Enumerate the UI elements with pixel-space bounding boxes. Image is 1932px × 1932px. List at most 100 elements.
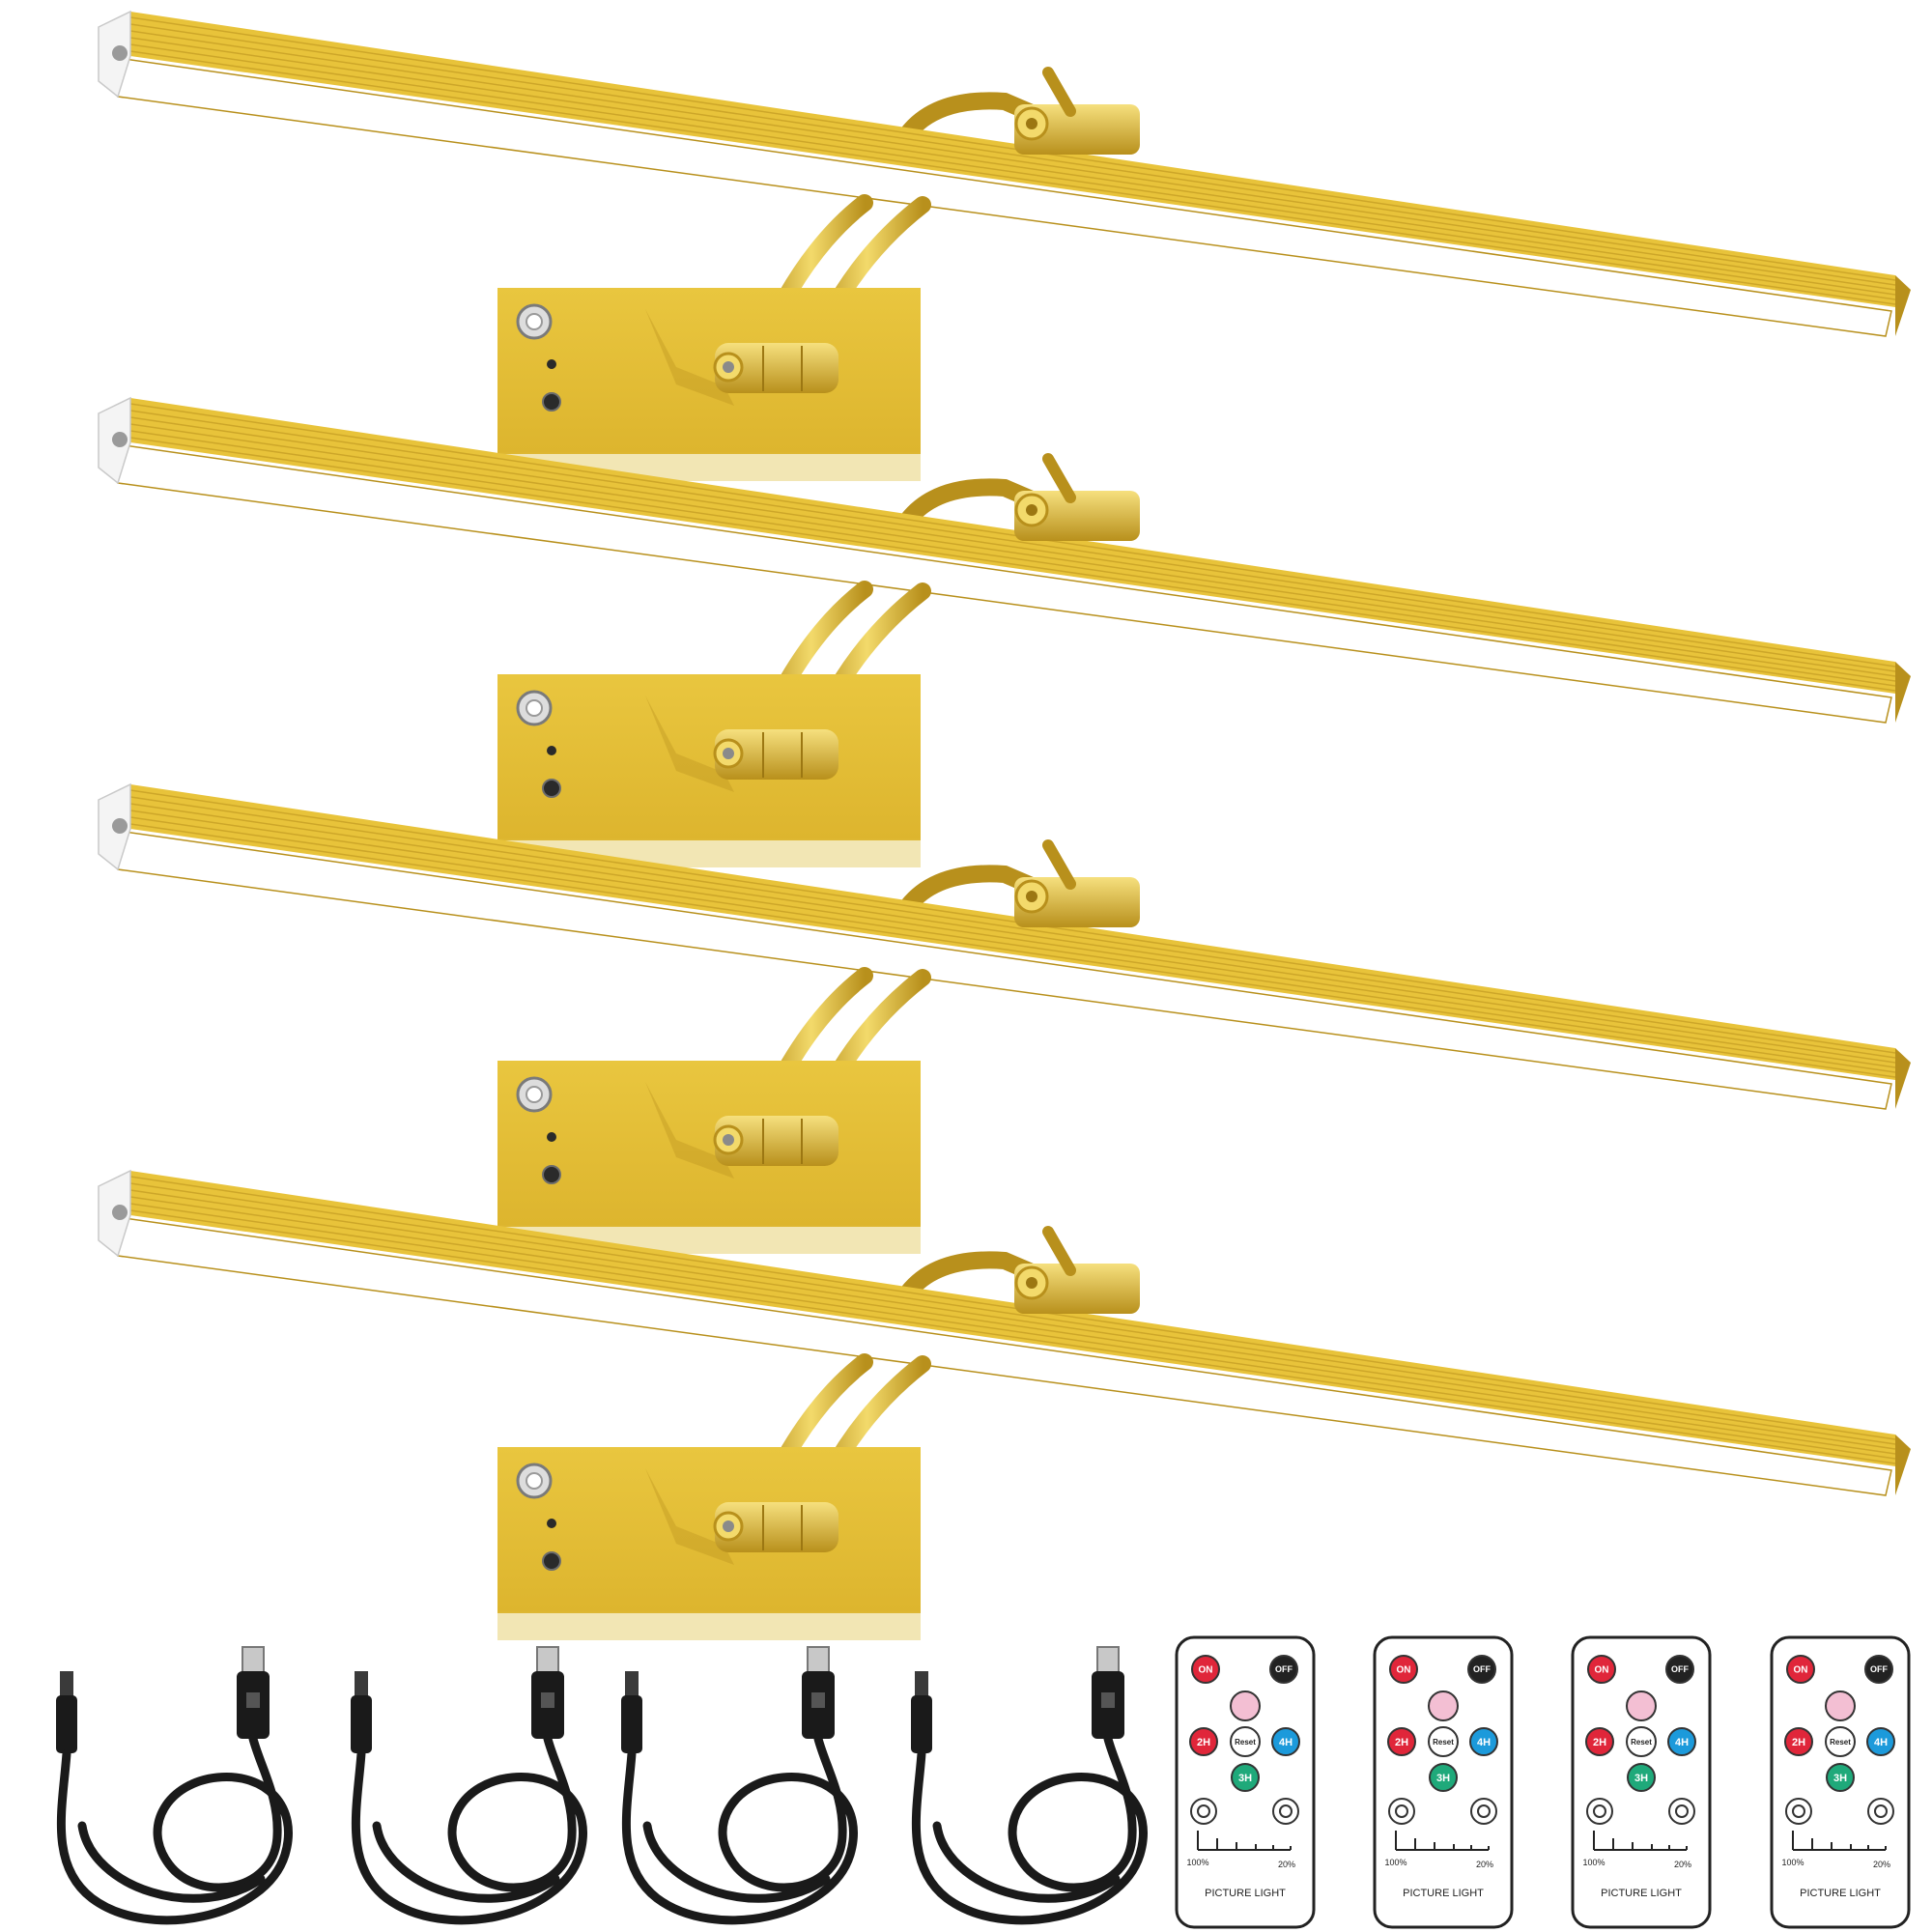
cable-dc-plug — [351, 1695, 372, 1753]
lamp-base-screw — [723, 361, 734, 373]
remote-on-button — [1389, 1655, 1418, 1684]
remote-product-label: PICTURE LIGHT — [1601, 1888, 1682, 1899]
lamp-bar-groove — [129, 23, 1896, 286]
lamp-hinge-knob-center — [1026, 504, 1037, 516]
remote-2h-button — [1585, 1727, 1614, 1756]
lamp-ir-sensor — [547, 359, 556, 369]
remote-dim-down-icon — [1279, 1804, 1293, 1818]
lamp-bar-end — [1895, 275, 1911, 336]
remote-brightness-button — [1230, 1690, 1261, 1721]
cable-usb-tip — [1096, 1646, 1120, 1673]
remote-reset-button — [1230, 1726, 1261, 1757]
remote-product-label: PICTURE LIGHT — [1403, 1888, 1484, 1899]
remote-reset-button-label: Reset — [1433, 1738, 1454, 1747]
cable-coil — [56, 1734, 293, 1925]
cable-dc-tip — [60, 1671, 73, 1696]
lamp-ir-sensor — [547, 1132, 556, 1142]
lamp-tilt-lever — [1042, 453, 1076, 503]
lamp-wall-box — [497, 674, 921, 867]
picture-light-icon — [98, 10, 1911, 481]
remote-reset-button-label: Reset — [1830, 1738, 1851, 1747]
remote-2h-button-label: 2H — [1792, 1737, 1805, 1748]
cable-dc-tip — [625, 1671, 639, 1696]
lamp-bar-groove — [129, 823, 1896, 1078]
remote-scale-min: 20% — [1476, 1860, 1493, 1869]
remote-2h-button — [1387, 1727, 1416, 1756]
remote-3h-button — [1826, 1763, 1855, 1792]
lamp-bar-groove — [129, 37, 1896, 296]
lamp-bar-groove — [129, 437, 1896, 692]
remote-reset-button — [1428, 1726, 1459, 1757]
cable-usb-tip — [807, 1646, 830, 1673]
remote-dim-down-icon — [1675, 1804, 1689, 1818]
cable-dc-plug — [911, 1695, 932, 1753]
remote-off-button-label: OFF — [1671, 1664, 1689, 1674]
remote-on-button — [1191, 1655, 1220, 1684]
remote-off-button — [1864, 1655, 1893, 1684]
lamp-bar-groove — [129, 30, 1896, 291]
lamp-end-cap-screw — [112, 432, 128, 447]
remote-reset-button-label: Reset — [1235, 1738, 1256, 1747]
cable-dc-tip — [355, 1671, 368, 1696]
usb-cable-icon — [351, 1646, 587, 1925]
lamp-bar-groove — [129, 50, 1896, 305]
usb-cable-icon — [56, 1646, 293, 1925]
lamp-bar-groove — [129, 803, 1896, 1064]
lamp-end-cap-screw — [112, 818, 128, 834]
cable-coil-outer — [77, 1821, 266, 1903]
remote-dim-down-icon — [1874, 1804, 1888, 1818]
lamp-wall-box — [497, 288, 921, 481]
lamp-bar-groove — [129, 796, 1896, 1059]
lamp-bar-groove — [129, 789, 1896, 1054]
lamp-end-cap-screw — [112, 1205, 128, 1220]
lamp-box-shadow — [645, 1082, 734, 1179]
remote-dim-up-icon — [1395, 1804, 1408, 1818]
lamp-base-joint — [715, 343, 838, 393]
lamp-bar-groove — [129, 810, 1896, 1068]
lamp-hinge-knob-center — [1026, 118, 1037, 129]
lamp-power-button-center — [526, 1472, 543, 1490]
lamp-tilt-lever — [1042, 67, 1076, 117]
remote-reset-button-label: Reset — [1631, 1738, 1652, 1747]
remote-2h-button-label: 2H — [1197, 1737, 1210, 1748]
lamp-end-cap-screw — [112, 45, 128, 61]
remote-2h-button — [1189, 1727, 1218, 1756]
remote-3h-button-label: 3H — [1634, 1773, 1648, 1784]
remote-on-button-label: ON — [1199, 1665, 1213, 1676]
remote-4h-button — [1667, 1727, 1696, 1756]
lamp-wall-box — [497, 1061, 921, 1254]
remote-2h-button — [1784, 1727, 1813, 1756]
cable-usb-tip — [536, 1646, 559, 1673]
cable-coil — [351, 1734, 587, 1925]
remote-on-button — [1786, 1655, 1815, 1684]
remote-4h-button — [1271, 1727, 1300, 1756]
lamp-ir-sensor — [547, 746, 556, 755]
remote-4h-button — [1866, 1727, 1895, 1756]
lamp-ir-sensor — [547, 1519, 556, 1528]
remote-reset-button — [1626, 1726, 1657, 1757]
cable-dc-plug — [56, 1695, 77, 1753]
lamp-upper-arm — [899, 478, 1047, 528]
remote-3h-button-label: 3H — [1833, 1773, 1847, 1784]
lamp-box-shadow — [645, 1468, 734, 1565]
lamp-bar-groove — [129, 43, 1896, 300]
lamp-bar-groove — [129, 410, 1896, 672]
lamp-bar-groove — [129, 403, 1896, 668]
lamp-bar-end — [1895, 1435, 1911, 1495]
remote-3h-button — [1429, 1763, 1458, 1792]
lamp-bar-end — [1895, 662, 1911, 723]
remote-brightness-button — [1428, 1690, 1459, 1721]
lamp-base-joint — [715, 729, 838, 780]
lamp-base-screw — [723, 1134, 734, 1146]
lamp-base-screw — [723, 1520, 734, 1532]
lamp-bar-groove — [129, 1189, 1896, 1450]
remote-scale-max: 100% — [1186, 1858, 1208, 1867]
remote-3h-button — [1627, 1763, 1656, 1792]
remote-reset-button — [1825, 1726, 1856, 1757]
remote-4h-button-label: 4H — [1279, 1737, 1293, 1748]
cable-dc-tip — [915, 1671, 928, 1696]
cable-coil-outer — [642, 1821, 831, 1903]
